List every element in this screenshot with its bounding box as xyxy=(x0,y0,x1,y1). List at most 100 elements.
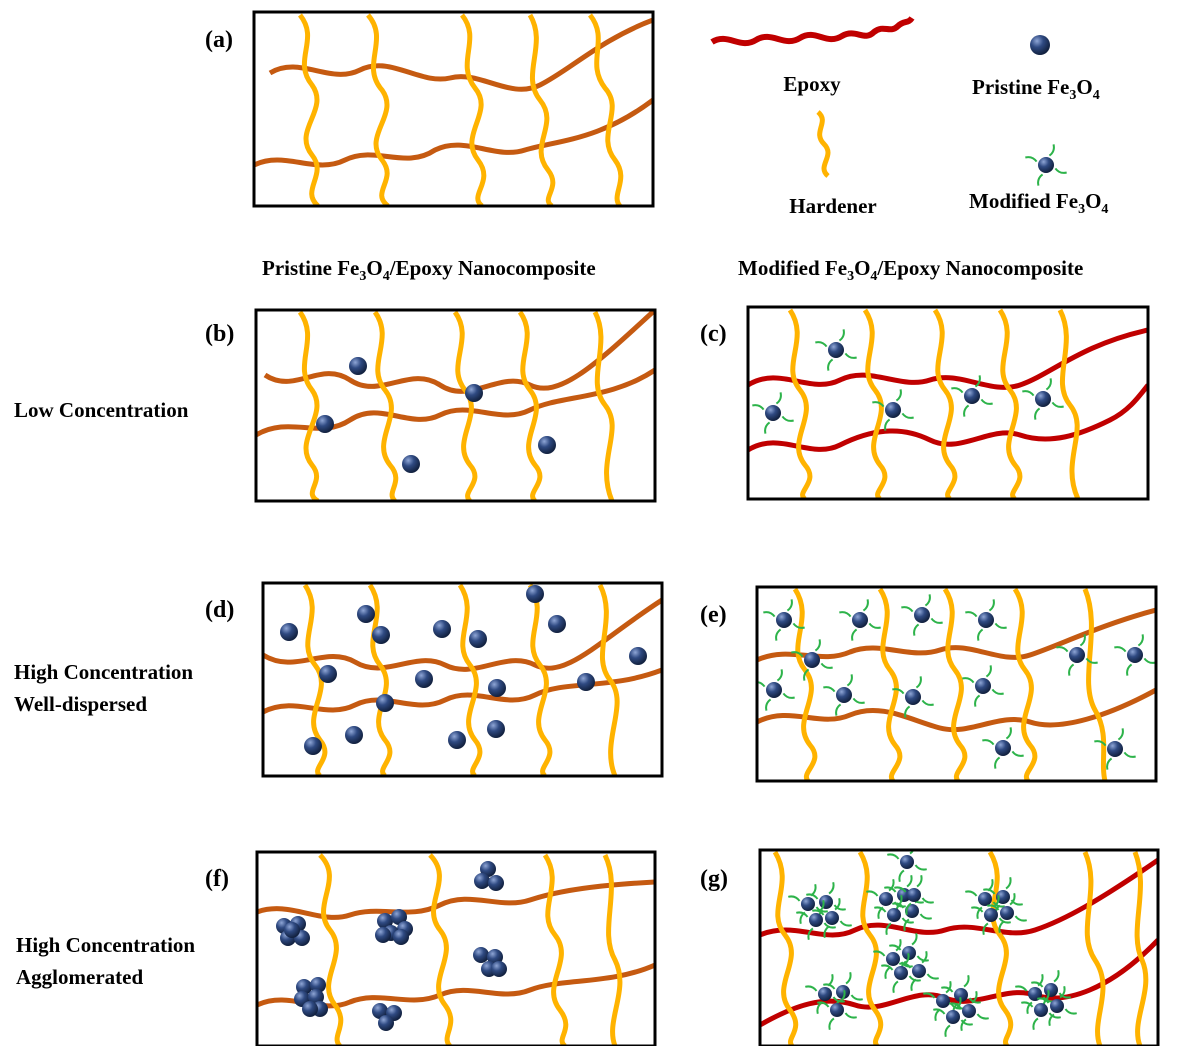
pristine-column-header: Pristine Fe3O4/Epoxy Nanocomposite xyxy=(262,256,596,284)
hardener-legend-label: Hardener xyxy=(789,194,876,218)
fe3o4-particle xyxy=(819,895,833,909)
modified-fe3o4-particle xyxy=(971,895,1011,935)
row-label-agglomerated: Agglomerated xyxy=(16,965,143,989)
modified-fe3o4-particle xyxy=(894,875,934,915)
panel-label-b: (b) xyxy=(205,321,234,347)
fe3o4-particle xyxy=(1028,987,1042,1001)
fe3o4-particle xyxy=(377,913,393,929)
fe3o4-particle xyxy=(879,892,893,906)
panel-label-a: (a) xyxy=(205,27,233,53)
modified-fe3o4-legend-label: Modified Fe3O4 xyxy=(969,189,1108,217)
modified-fe3o4-particle xyxy=(949,991,989,1031)
modified-fe3o4-particle xyxy=(872,389,914,431)
panel-d-content xyxy=(263,583,662,776)
panel-f-frame xyxy=(255,850,657,1046)
fe3o4-particle xyxy=(912,964,926,978)
panel-d-frame xyxy=(261,581,664,778)
modified-fe3o4-particle xyxy=(1114,634,1156,676)
panel-label-g: (g) xyxy=(700,866,728,892)
fe3o4-particle xyxy=(946,1010,960,1024)
fe3o4-particle xyxy=(900,855,914,869)
fe3o4-particle xyxy=(765,405,781,421)
modified-fe3o4-particle xyxy=(962,665,1004,707)
fe3o4-particle xyxy=(830,1003,844,1017)
modified-fe3o4-particle xyxy=(817,990,857,1030)
fe3o4-particle xyxy=(310,977,326,993)
fe3o4-particle xyxy=(1069,647,1085,663)
fe3o4-particle xyxy=(391,909,407,925)
fe3o4-particle xyxy=(897,888,911,902)
fe3o4-particle xyxy=(809,913,823,927)
fe3o4-particle xyxy=(936,994,950,1008)
legend: Epoxy Hardener Pristine Fe3O4 Modified F… xyxy=(710,16,1108,218)
modified-fe3o4-particle xyxy=(982,727,1024,769)
fe3o4-particle xyxy=(1107,741,1123,757)
modified-fe3o4-particle xyxy=(752,392,794,434)
fe3o4-particle xyxy=(393,929,409,945)
pristine-fe3o4-legend-icon xyxy=(1030,35,1050,55)
fe3o4-particle xyxy=(954,988,968,1002)
fe3o4-particle xyxy=(372,1003,388,1019)
fe3o4-particle xyxy=(474,873,490,889)
modified-fe3o4-particle xyxy=(887,850,927,882)
modified-fe3o4-particle xyxy=(815,329,857,371)
fe3o4-particle xyxy=(1127,647,1143,663)
modified-fe3o4-particle xyxy=(1025,144,1067,186)
panel-a-frame xyxy=(252,10,655,208)
modified-fe3o4-particle xyxy=(791,639,833,681)
fe3o4-particle xyxy=(902,946,916,960)
fe3o4-particle xyxy=(978,892,992,906)
modified-fe3o4-particle xyxy=(892,676,934,718)
panel-g-content xyxy=(760,850,1158,1046)
panel-a-content xyxy=(254,13,653,206)
fe3o4-particle xyxy=(491,961,507,977)
fe3o4-particle xyxy=(473,947,489,963)
modified-fe3o4-particle xyxy=(1094,728,1136,770)
modified-column-header: Modified Fe3O4/Epoxy Nanocomposite xyxy=(738,256,1083,284)
fe3o4-particle xyxy=(836,985,850,999)
fe3o4-particle xyxy=(480,861,496,877)
fe3o4-particle xyxy=(996,890,1010,904)
modified-fe3o4-particle xyxy=(965,599,1007,641)
modified-fe3o4-particle xyxy=(823,674,865,716)
panel-label-e: (e) xyxy=(700,602,727,628)
fe3o4-particle xyxy=(984,908,998,922)
epoxy-legend-swatch xyxy=(710,16,915,47)
hardener-legend-swatch xyxy=(816,110,831,178)
panel-c-content xyxy=(748,308,1148,499)
fe3o4-particle xyxy=(825,911,839,925)
fe3o4-particle xyxy=(975,678,991,694)
modified-fe3o4-particle xyxy=(987,893,1027,933)
fe3o4-particle xyxy=(375,927,391,943)
fe3o4-particle xyxy=(964,388,980,404)
panel-label-f: (f) xyxy=(205,866,229,892)
fe3o4-particle xyxy=(852,612,868,628)
fe3o4-particle xyxy=(766,682,782,698)
row-label-high-concentration: High Concentration xyxy=(14,660,193,684)
fe3o4-particle xyxy=(804,652,820,668)
fe3o4-particle xyxy=(905,689,921,705)
modified-fe3o4-legend-icon xyxy=(1025,144,1067,186)
fe3o4-particle xyxy=(1034,1003,1048,1017)
fe3o4-particle xyxy=(828,342,844,358)
modified-fe3o4-particle xyxy=(965,879,1005,919)
fe3o4-particle xyxy=(1050,999,1064,1013)
panel-g-frame xyxy=(758,848,1160,1046)
fe3o4-particle xyxy=(978,612,994,628)
modified-fe3o4-particle xyxy=(788,884,828,924)
modified-fe3o4-particle xyxy=(901,594,943,636)
fe3o4-particle xyxy=(1035,391,1051,407)
fe3o4-particle xyxy=(801,897,815,911)
modified-fe3o4-particle xyxy=(951,375,993,417)
fe3o4-particle xyxy=(488,875,504,891)
panel-b-frame xyxy=(254,308,657,503)
fe3o4-particle xyxy=(914,607,930,623)
fe3o4-particle xyxy=(1000,906,1014,920)
modified-fe3o4-particle xyxy=(933,997,973,1037)
row-label-high-concentration-agg: High Concentration xyxy=(16,933,195,957)
modified-fe3o4-particle xyxy=(899,951,939,991)
fe3o4-particle xyxy=(776,612,792,628)
fe3o4-particle xyxy=(296,979,312,995)
panel-e-content xyxy=(757,587,1156,781)
